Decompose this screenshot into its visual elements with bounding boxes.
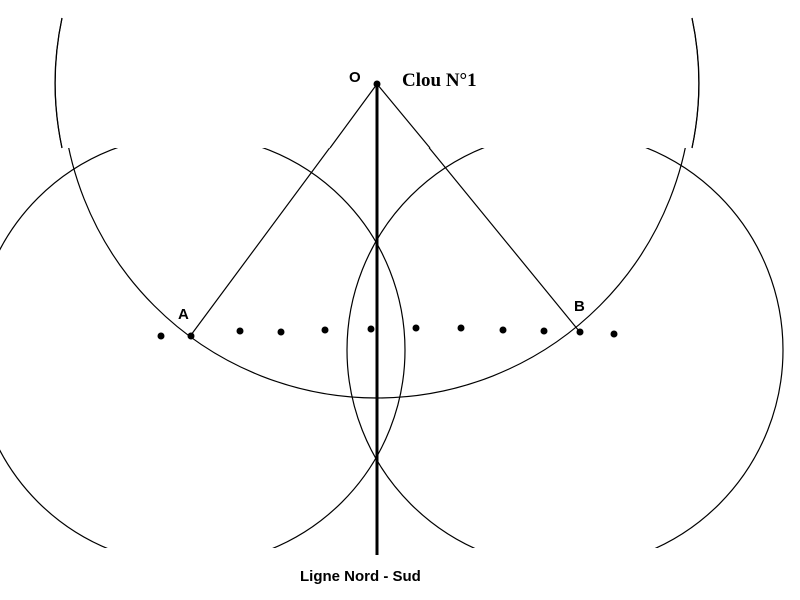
arc-from-b bbox=[346, 131, 784, 569]
dot bbox=[499, 326, 507, 334]
arc-from-a bbox=[0, 134, 406, 566]
dot bbox=[540, 327, 548, 335]
dot bbox=[367, 325, 375, 333]
point-a-label: A bbox=[178, 306, 189, 323]
dot bbox=[157, 332, 165, 340]
point-o-label: O bbox=[349, 69, 361, 86]
point-b-label: B bbox=[574, 298, 585, 315]
dot bbox=[277, 328, 285, 336]
nail-label: Clou N°1 bbox=[402, 70, 477, 91]
point-b-dot bbox=[576, 328, 584, 336]
main-circle-upper-left bbox=[54, 17, 63, 149]
dot bbox=[321, 326, 329, 334]
dot bbox=[412, 324, 420, 332]
point-a-dot bbox=[187, 332, 195, 340]
dot bbox=[236, 327, 244, 335]
segment-oa-top bbox=[329, 83, 378, 149]
point-o-dot bbox=[373, 80, 381, 88]
dot bbox=[610, 330, 618, 338]
dot bbox=[457, 324, 465, 332]
segment-ob-top bbox=[376, 83, 431, 149]
main-circle-upper-right bbox=[691, 17, 700, 149]
north-south-label: Ligne Nord - Sud bbox=[300, 568, 421, 585]
